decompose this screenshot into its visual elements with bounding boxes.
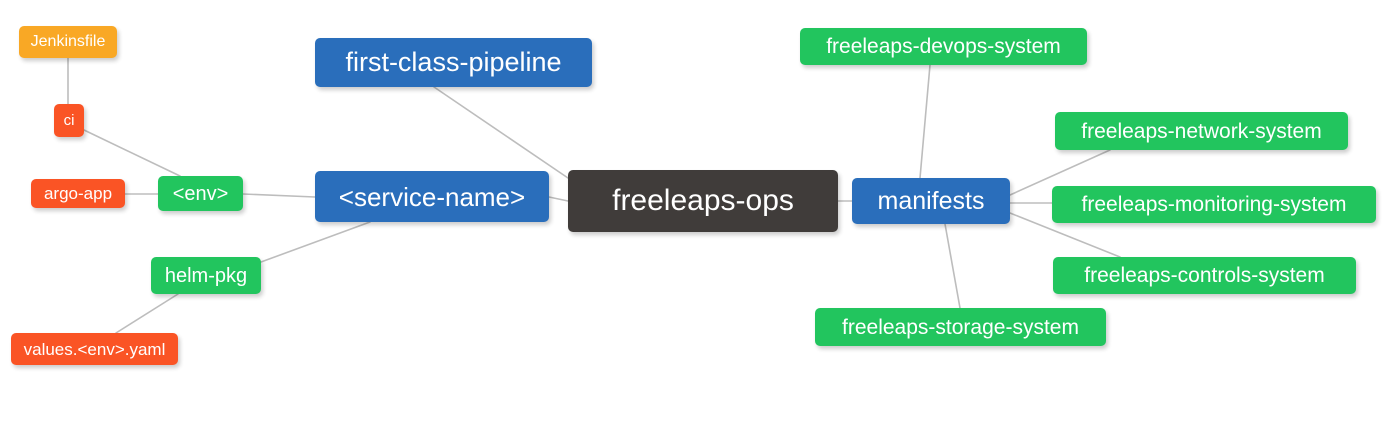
mindmap-node-label-freeleaps-controls-system: freeleaps-controls-system — [1084, 264, 1325, 287]
edge-freeleaps-ops-to-service-name — [548, 196, 569, 202]
mindmap-node-label-service-name: <service-name> — [338, 181, 526, 212]
mindmap-node-label-env: <env> — [172, 182, 229, 205]
mindmap-node-label-helm-pkg: helm-pkg — [164, 264, 248, 287]
edge-first-class-pipeline-to-freeleaps-ops — [433, 86, 569, 179]
edge-env-to-ci — [83, 129, 181, 177]
mindmap-node-label-freeleaps-ops: freeleaps-ops — [612, 184, 794, 217]
mindmap-node-freeleaps-devops-system[interactable]: freeleaps-devops-system — [800, 28, 1087, 65]
mindmap-node-jenkinsfile[interactable]: Jenkinsfile — [19, 26, 117, 58]
mindmap-node-label-freeleaps-network-system: freeleaps-network-system — [1081, 119, 1322, 143]
mindmap-node-label-freeleaps-monitoring-system: freeleaps-monitoring-system — [1081, 193, 1347, 216]
mindmap-node-label-freeleaps-devops-system: freeleaps-devops-system — [826, 35, 1061, 58]
mindmap-node-label-freeleaps-storage-system: freeleaps-storage-system — [842, 315, 1079, 339]
mindmap-node-freeleaps-storage-system[interactable]: freeleaps-storage-system — [815, 308, 1106, 346]
mindmap-node-first-class-pipeline[interactable]: first-class-pipeline — [315, 38, 592, 87]
edge-manifests-to-freeleaps-storage-system — [944, 223, 961, 309]
mindmap-node-helm-pkg[interactable]: helm-pkg — [151, 257, 261, 294]
mindmap-node-freeleaps-controls-system[interactable]: freeleaps-controls-system — [1053, 257, 1356, 294]
mindmap-node-ci[interactable]: ci — [54, 104, 84, 137]
edge-manifests-to-freeleaps-devops-system — [919, 64, 931, 179]
mindmap-node-freeleaps-ops[interactable]: freeleaps-ops — [568, 170, 838, 232]
mindmap-node-label-argo-app: argo-app — [43, 184, 113, 203]
edge-helm-pkg-to-values-env-yaml — [115, 293, 179, 334]
mindmap-node-label-first-class-pipeline: first-class-pipeline — [345, 47, 562, 77]
mindmap-node-freeleaps-monitoring-system[interactable]: freeleaps-monitoring-system — [1052, 186, 1376, 223]
edge-service-name-to-env — [242, 193, 316, 198]
edge-service-name-to-helm-pkg — [260, 221, 371, 263]
mindmap-node-env[interactable]: <env> — [158, 176, 243, 211]
mindmap-node-freeleaps-network-system[interactable]: freeleaps-network-system — [1055, 112, 1348, 150]
mindmap-node-label-jenkinsfile: Jenkinsfile — [30, 33, 106, 50]
mindmap-node-label-values-env-yaml: values.<env>.yaml — [23, 339, 166, 359]
mindmap-node-values-env-yaml[interactable]: values.<env>.yaml — [11, 333, 178, 365]
mindmap-node-argo-app[interactable]: argo-app — [31, 179, 125, 208]
mindmap-node-service-name[interactable]: <service-name> — [315, 171, 549, 222]
mindmap-node-label-manifests: manifests — [877, 186, 985, 215]
mindmap-node-manifests[interactable]: manifests — [852, 178, 1010, 224]
mindmap-node-label-ci: ci — [63, 112, 75, 129]
